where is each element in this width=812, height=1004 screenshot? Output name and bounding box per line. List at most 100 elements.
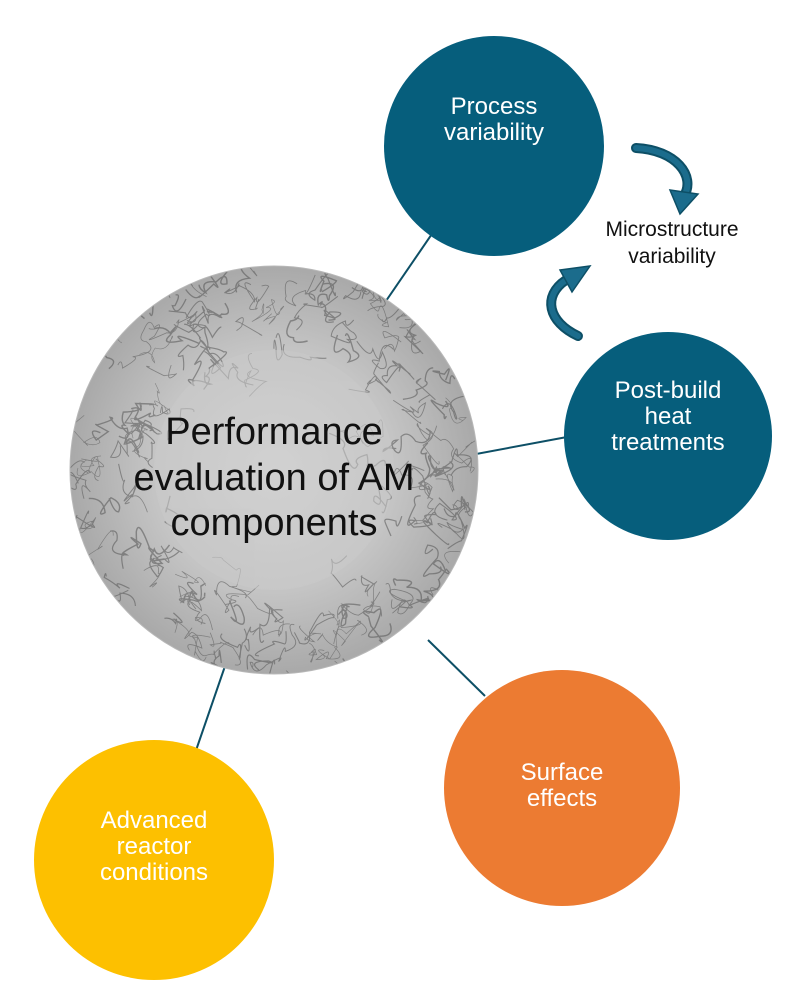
texture-strand: [323, 309, 342, 323]
texture-strand: [293, 612, 335, 645]
texture-strand: [155, 545, 183, 563]
texture-strand: [392, 399, 427, 424]
texture-strand: [123, 419, 152, 458]
cycle-arrow-bottom: [546, 265, 592, 341]
texture-strand: [154, 326, 200, 345]
texture-strand: [112, 589, 136, 607]
texture-strand: [209, 632, 241, 666]
advanced-reactor-node: [34, 740, 274, 980]
texture-strand: [330, 319, 357, 344]
texture-strand: [348, 375, 377, 393]
process-variability-label: Process variability: [414, 94, 574, 146]
texture-strand: [308, 643, 318, 663]
texture-strand: [373, 480, 392, 514]
texture-strand: [382, 331, 402, 353]
texture-strand: [224, 266, 258, 277]
texture-strand: [79, 517, 97, 534]
microstructure-label-line: variability: [628, 245, 716, 269]
texture-strand: [76, 455, 102, 477]
texture-strand: [337, 591, 381, 619]
center-label-line: Performance: [165, 411, 383, 453]
texture-strand: [121, 526, 151, 556]
texture-strand: [333, 333, 360, 364]
post-build-heat-node: [564, 332, 772, 540]
texture-strand: [132, 423, 156, 469]
reactor-label-line: reactor: [116, 832, 192, 860]
texture-strand: [166, 408, 195, 441]
texture-strand: [416, 422, 438, 442]
texture-strand: [422, 482, 435, 521]
texture-strand: [293, 295, 339, 331]
texture-strand: [103, 573, 130, 590]
reactor-label-line: conditions: [99, 858, 209, 886]
texture-strand: [407, 495, 432, 528]
texture-strand: [433, 461, 454, 478]
texture-strand: [164, 612, 183, 625]
texture-strand: [329, 432, 387, 469]
texture-strand: [381, 360, 415, 384]
texture-strand: [70, 460, 91, 499]
post-build-label-line: Post-build: [614, 377, 722, 404]
texture-strand: [168, 310, 198, 324]
texture-strand: [430, 399, 449, 420]
texture-strand: [164, 495, 179, 527]
texture-strand: [393, 460, 428, 491]
texture-strand: [185, 300, 210, 333]
surface-effects-node: [444, 670, 680, 906]
texture-strand: [81, 458, 105, 481]
texture-strand: [356, 340, 394, 370]
texture-strand: [273, 333, 283, 361]
process-label-line: Process: [450, 93, 538, 120]
texture-strand: [337, 603, 361, 627]
process-variability-node: [384, 36, 604, 256]
texture-strand: [246, 654, 273, 671]
texture-strand: [192, 634, 230, 660]
texture-strand: [214, 581, 247, 613]
texture-strand: [317, 282, 335, 306]
connector-surface: [427, 639, 486, 697]
texture-strand: [413, 516, 433, 526]
texture-strand: [443, 508, 468, 550]
texture-strand: [88, 496, 121, 515]
microstructure-variability-label: Microstructure variability: [582, 216, 762, 271]
texture-strand: [328, 610, 361, 648]
texture-strand: [187, 346, 214, 387]
texture-strand: [178, 585, 206, 624]
texture-strand: [154, 382, 172, 415]
center-label: Performance evaluation of AM components: [74, 410, 474, 547]
texture-strand: [244, 352, 268, 397]
post-build-heat-label: Post-build heat treatments: [588, 378, 748, 456]
reactor-label-line: Advanced: [100, 807, 208, 834]
texture-strand: [355, 419, 384, 447]
texture-strand: [210, 649, 222, 671]
texture-strand: [402, 367, 434, 400]
texture-strand: [403, 321, 424, 355]
texture-strand: [333, 619, 367, 645]
texture-strand: [384, 516, 403, 537]
post-build-label-line: heat: [644, 402, 692, 430]
texture-strand: [171, 294, 187, 312]
texture-strand: [224, 282, 256, 303]
texture-strand: [70, 469, 91, 490]
texture-strand: [330, 555, 357, 588]
texture-strand: [315, 646, 341, 661]
texture-strand: [282, 343, 327, 361]
process-label-line: variability: [443, 118, 545, 146]
texture-strand: [362, 608, 392, 643]
texture-strand: [360, 575, 375, 593]
surface-effects-label: Surface effects: [482, 760, 642, 812]
texture-strand: [437, 506, 467, 540]
texture-strand: [435, 470, 455, 493]
texture-strand: [254, 631, 287, 657]
texture-strand: [143, 565, 161, 588]
texture-strand: [422, 544, 442, 577]
texture-strand: [445, 397, 467, 424]
texture-strand: [429, 448, 472, 478]
texture-strand: [184, 627, 203, 651]
texture-strand: [148, 544, 171, 565]
texture-strand: [125, 407, 143, 454]
texture-strand: [124, 429, 149, 463]
texture-strand: [259, 602, 284, 644]
texture-strand: [249, 623, 297, 672]
